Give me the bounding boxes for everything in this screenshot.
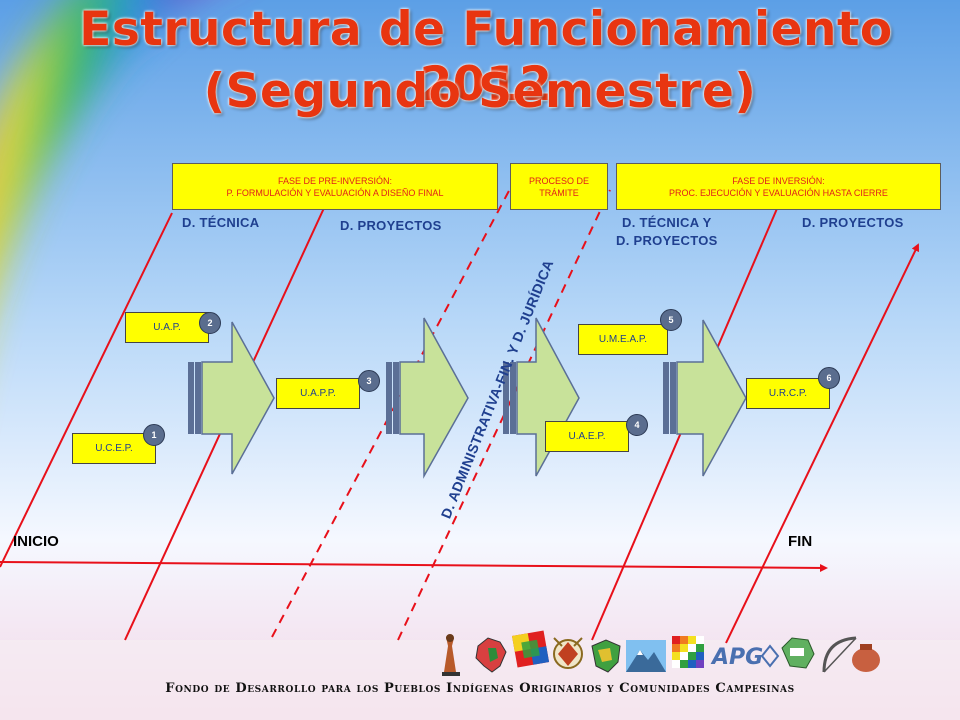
step-badge-2: 2 <box>199 312 221 334</box>
wiphala-icon <box>512 630 550 668</box>
dept-label-tecnica-y-proyectos: D. TÉCNICA Y D. PROYECTOS <box>616 214 718 250</box>
unit-box-ucep: U.C.E.P. <box>72 433 156 464</box>
unit-box-uapp: U.A.P.P. <box>276 378 360 409</box>
dept-label-proyectos-2: D. PROYECTOS <box>802 215 904 230</box>
timeline-end-label: FIN <box>788 533 813 550</box>
phase-box-preinversion-line2: P. FORMULACIÓN Y EVALUACIÓN A DISEÑO FIN… <box>226 187 444 198</box>
phase-box-inversion-line1: FASE DE INVERSIÓN: <box>732 175 825 186</box>
map-icon <box>591 639 621 673</box>
figure-icon <box>442 634 460 676</box>
phase-box-inversion-line2: PROC. EJECUCIÓN Y EVALUACIÓN HASTA CIERR… <box>669 187 888 198</box>
wiphala-icon <box>672 636 704 668</box>
step-badge-3: 3 <box>358 370 380 392</box>
timeline-start-label: INICIO <box>13 533 59 550</box>
timeline-axis <box>0 561 828 572</box>
dept-label-tecnica-y-proyectos-line1: D. TÉCNICA Y <box>622 215 712 230</box>
apg-logo-text: APG <box>710 645 763 670</box>
block-arrow-4 <box>663 319 747 477</box>
map-icon <box>781 637 815 669</box>
dept-label-proyectos-1: D. PROYECTOS <box>340 218 442 233</box>
pot-icon <box>852 644 880 672</box>
phase-line-4 <box>725 243 919 644</box>
footer-organization-name: Fondo de Desarrollo para los Pueblos Ind… <box>165 681 795 696</box>
phase-box-tramite-line2: TRÁMITE <box>539 187 579 198</box>
phase-box-preinversion-line1: FASE DE PRE-INVERSIÓN: <box>277 175 393 186</box>
phase-line-1 <box>0 212 173 568</box>
dept-label-tecnica-y-proyectos-line2: D. PROYECTOS <box>616 233 718 248</box>
phase-box-inversion: FASE DE INVERSIÓN: PROC. EJECUCIÓN Y EVA… <box>616 163 941 210</box>
page-title-line1: Estructura de Funcionamiento 2012 <box>79 2 893 112</box>
block-arrow-2 <box>386 317 469 479</box>
step-badge-5: 5 <box>660 309 682 331</box>
phase-box-tramite-line1: PROCESO DE <box>528 175 589 186</box>
phase-box-tramite: PROCESO DE TRÁMITE <box>510 163 608 210</box>
bow-icon <box>822 636 857 673</box>
map-icon <box>475 637 507 673</box>
step-badge-1: 1 <box>143 424 165 446</box>
page-title-line2: (Segundo Semestre) <box>203 64 757 119</box>
mountain-icon <box>626 640 666 672</box>
block-arrow-1 <box>188 321 275 475</box>
dept-label-tecnica: D. TÉCNICA <box>182 215 260 230</box>
dashed-line-1 <box>271 186 512 638</box>
step-badge-6: 6 <box>818 367 840 389</box>
unit-box-uap: U.A.P. <box>125 312 209 343</box>
logos-strip: APG <box>442 630 880 676</box>
phase-box-preinversion: FASE DE PRE-INVERSIÓN: P. FORMULACIÓN Y … <box>172 163 498 210</box>
unit-box-urcp: U.R.C.P. <box>746 378 830 409</box>
apg-logo-icon: APG <box>710 644 780 670</box>
emblem-icon <box>553 637 583 669</box>
unit-box-uaep: U.A.E.P. <box>545 421 629 452</box>
step-badge-4: 4 <box>626 414 648 436</box>
unit-box-umeap: U.M.E.A.P. <box>578 324 668 355</box>
